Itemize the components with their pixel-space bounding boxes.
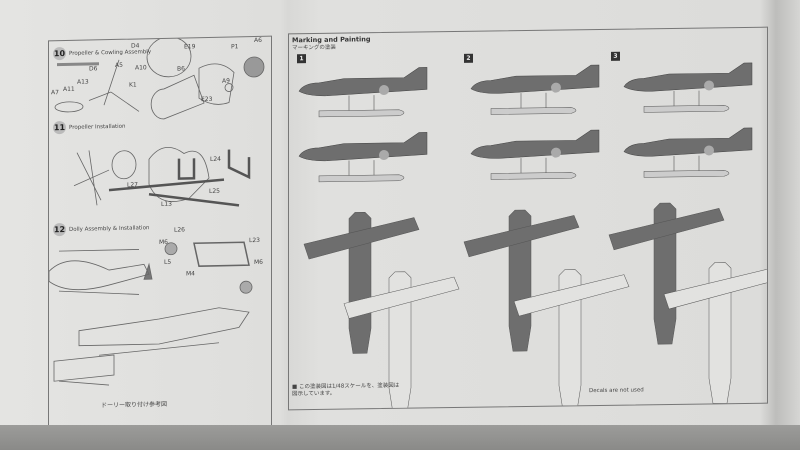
marking-header-jp: マーキングの塗装 — [292, 44, 336, 52]
float — [318, 109, 405, 118]
part-label: M6 — [159, 238, 168, 247]
step-title: Propeller Installation — [69, 123, 126, 131]
float — [643, 170, 730, 178]
hinomaru-marking — [704, 80, 714, 91]
part-label: L25 — [209, 187, 220, 195]
decal-note: Decals are not used — [589, 387, 644, 395]
assembly-page: 10 Propeller & Cowling Assembly 11 Prope… — [48, 35, 272, 443]
side-view-aircraft — [298, 132, 428, 162]
part-label: A5 — [115, 61, 123, 69]
top-view-fuselage — [653, 202, 677, 345]
side-view-aircraft — [623, 127, 753, 157]
part-label: A7 — [51, 89, 59, 97]
float-strut — [520, 92, 547, 109]
top-view-fuselage — [558, 269, 582, 410]
top-view-fuselage — [348, 212, 372, 354]
hinomaru-marking — [551, 82, 561, 93]
table-surface — [0, 425, 800, 450]
top-view-wing — [608, 208, 725, 251]
part-label: P1 — [231, 43, 239, 51]
side-view-aircraft — [623, 62, 753, 92]
scheme-number: 2 — [464, 53, 473, 63]
part-label: D4 — [131, 42, 140, 50]
aircraft-illustrations — [298, 62, 767, 410]
top-view-wing — [513, 274, 630, 317]
part-label: L24 — [210, 155, 221, 163]
hinomaru-marking — [551, 147, 561, 158]
side-view-aircraft — [470, 129, 600, 159]
hinomaru-marking — [704, 145, 714, 156]
part-label: D6 — [89, 65, 98, 73]
float-strut — [520, 157, 547, 174]
part-label: E19 — [184, 43, 196, 51]
float-strut — [673, 90, 700, 106]
marking-painting-page: Marking and Painting マーキングの塗装 1 2 3 ■ この… — [288, 26, 768, 411]
float-strut — [348, 160, 375, 176]
hinomaru-marking — [379, 150, 389, 161]
part-label: K1 — [129, 81, 137, 89]
part-label: L23 — [249, 236, 260, 245]
footer-note: ■ この塗装図は1/48スケールを、塗装図は図示しています。 — [292, 382, 400, 398]
part-label: A6 — [254, 36, 262, 45]
top-view-fuselage — [388, 271, 412, 410]
side-view-aircraft — [298, 67, 428, 97]
marking-header: Marking and Painting — [292, 35, 371, 45]
float — [490, 172, 577, 180]
assembly-drawings — [49, 36, 265, 386]
float — [490, 107, 577, 115]
float-strut — [673, 155, 700, 171]
part-label: M6 — [254, 258, 263, 267]
part-label: B6 — [177, 65, 185, 73]
part-label: E23 — [201, 95, 213, 104]
part-label: A10 — [135, 64, 147, 72]
float-strut — [348, 95, 375, 111]
top-view-wing — [343, 276, 460, 319]
part-label: M4 — [186, 270, 195, 278]
hinomaru-marking — [379, 85, 389, 96]
scheme-number: 3 — [611, 51, 620, 61]
side-view-aircraft — [470, 64, 600, 94]
top-view-fuselage — [508, 209, 532, 352]
top-view-wing — [663, 267, 767, 310]
top-view-wing — [463, 215, 580, 258]
scheme-number: 1 — [297, 54, 306, 64]
part-label: L13 — [161, 200, 172, 208]
float — [318, 174, 405, 183]
part-label: A11 — [63, 85, 75, 94]
part-label: A9 — [222, 77, 230, 85]
dolly-caption: ドーリー取り付け参考図 — [101, 400, 168, 410]
part-label: L5 — [164, 258, 172, 266]
part-label: A13 — [77, 78, 89, 86]
float — [643, 105, 730, 113]
top-view-fuselage — [708, 261, 732, 404]
top-view-wing — [303, 217, 420, 260]
part-label: L26 — [174, 226, 185, 234]
part-label: L27 — [127, 181, 138, 189]
